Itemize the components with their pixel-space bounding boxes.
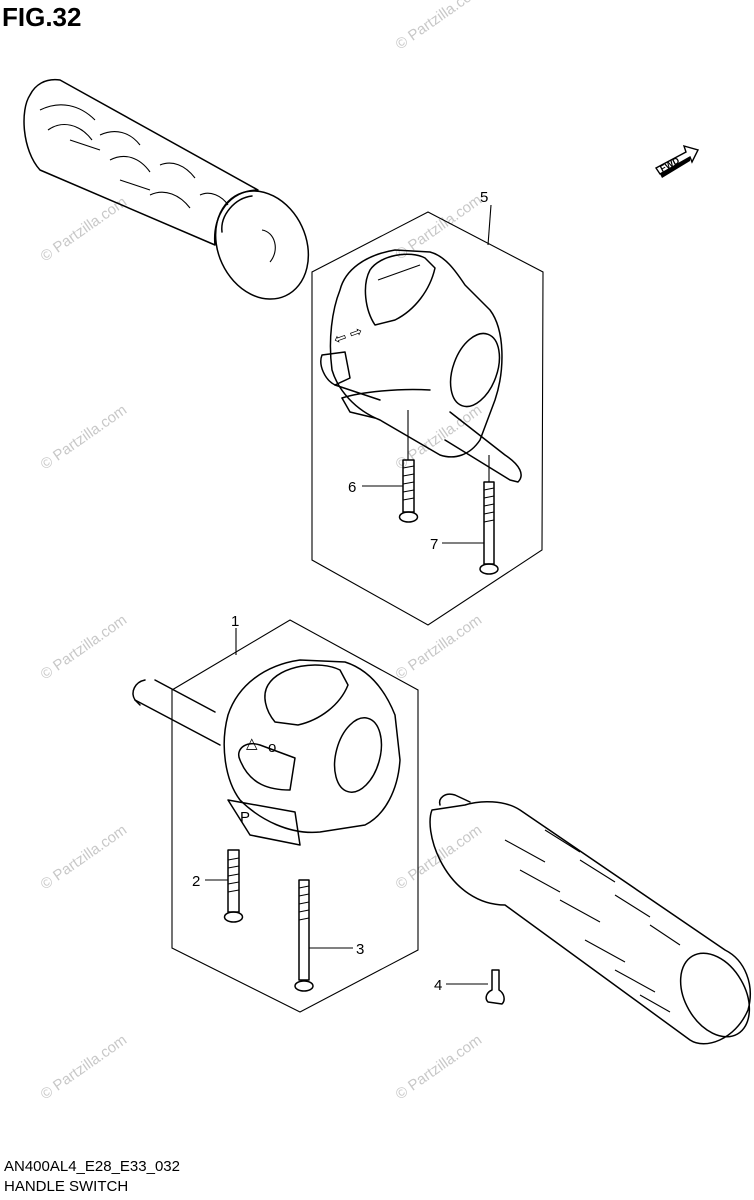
- watermark: © Partzilla.com: [393, 191, 486, 263]
- screw-7: [483, 481, 495, 565]
- left-grip-illustration: [23, 78, 310, 300]
- callouts: 5 6 7 1 2 3 4: [192, 189, 492, 994]
- watermark: © Partzilla.com: [38, 611, 131, 683]
- watermark: © Partzilla.com: [38, 401, 131, 473]
- watermark: © Partzilla.com: [38, 821, 131, 893]
- callout-5: 5: [480, 189, 488, 206]
- lower-switch-assembly-box: △ o P: [132, 619, 419, 1013]
- callout-3: 3: [356, 941, 364, 958]
- switch-symbol-dot: o: [268, 739, 276, 756]
- watermark: © Partzilla.com: [393, 0, 486, 53]
- bolt-4: [485, 969, 505, 1005]
- fwd-arrow-icon: FWD: [654, 144, 700, 178]
- callout-4: 4: [434, 977, 442, 994]
- switch-symbol-arrows: ⇦ ⇨: [332, 323, 365, 349]
- watermark: © Partzilla.com: [38, 193, 131, 265]
- watermark: © Partzilla.com: [393, 401, 486, 473]
- screw-3: [298, 879, 310, 981]
- watermark: © Partzilla.com: [393, 611, 486, 683]
- diagram-code: AN400AL4_E28_E33_032: [4, 1158, 180, 1175]
- callout-2: 2: [192, 873, 200, 890]
- figure-title: FIG.32: [2, 2, 82, 32]
- callout-6: 6: [348, 479, 356, 496]
- upper-switch-assembly-box: ⇦ ⇨: [311, 211, 544, 626]
- switch-symbol-hazard: △: [246, 735, 258, 752]
- diagram-caption: HANDLE SWITCH: [4, 1178, 129, 1195]
- callout-7: 7: [430, 536, 438, 553]
- switch-symbol-p: P: [240, 809, 250, 826]
- callout-1: 1: [231, 613, 239, 630]
- watermark: © Partzilla.com: [393, 1031, 486, 1103]
- watermark: © Partzilla.com: [38, 1031, 131, 1103]
- right-grip-illustration: [429, 793, 751, 1045]
